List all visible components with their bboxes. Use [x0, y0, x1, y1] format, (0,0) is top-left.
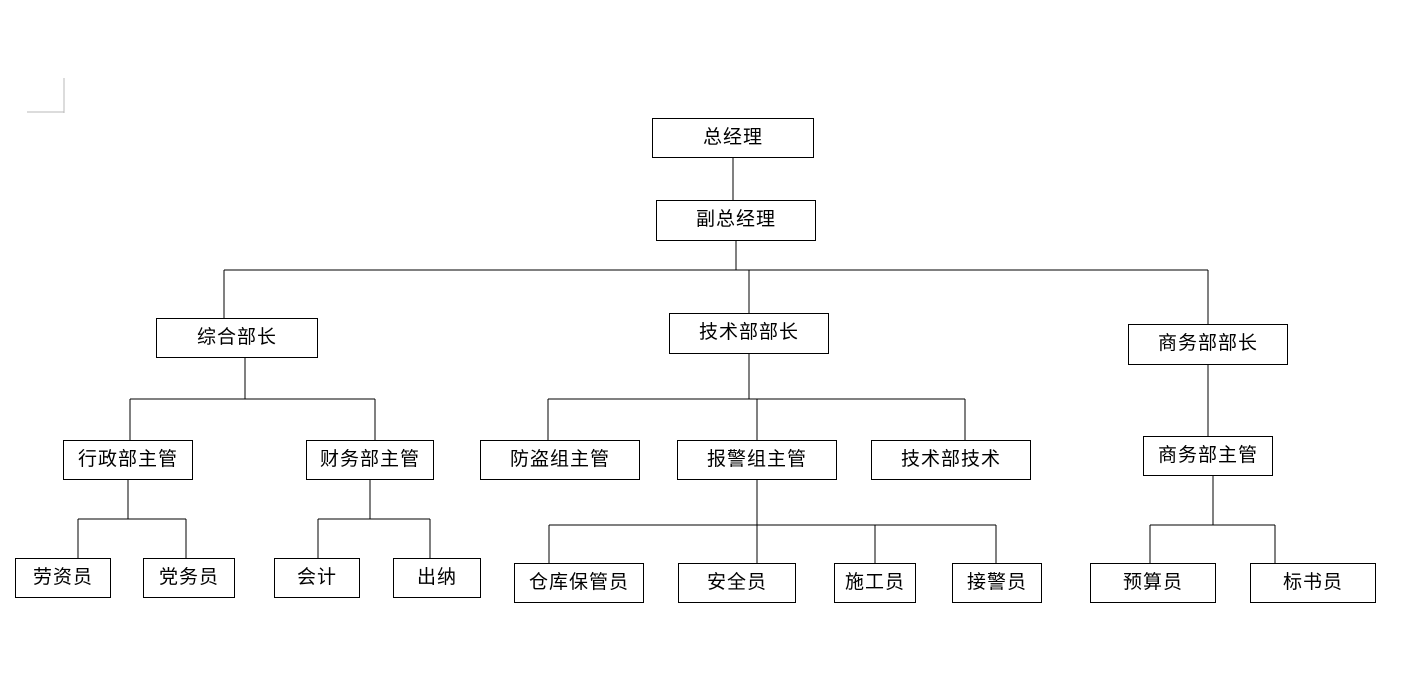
org-node-n13[interactable]: 党务员	[143, 558, 235, 598]
org-node-label: 报警组主管	[706, 447, 807, 470]
org-node-label: 财务部主管	[319, 447, 420, 470]
org-node-n17[interactable]: 安全员	[678, 563, 796, 603]
org-node-label: 施工员	[844, 570, 905, 593]
org-node-n21[interactable]: 标书员	[1250, 563, 1376, 603]
org-node-n14[interactable]: 会计	[274, 558, 360, 598]
org-node-label: 总经理	[702, 125, 763, 148]
org-node-n1[interactable]: 总经理	[652, 118, 814, 158]
org-node-n11[interactable]: 商务部主管	[1143, 436, 1273, 476]
org-node-label: 行政部主管	[77, 447, 178, 470]
org-node-label: 劳资员	[32, 565, 93, 588]
org-node-n5[interactable]: 商务部部长	[1128, 324, 1288, 365]
org-node-n16[interactable]: 仓库保管员	[514, 563, 644, 603]
org-node-n6[interactable]: 行政部主管	[63, 440, 193, 480]
org-node-label: 标书员	[1282, 570, 1343, 593]
org-node-n7[interactable]: 财务部主管	[306, 440, 434, 480]
org-node-n10[interactable]: 技术部技术	[871, 440, 1031, 480]
org-node-label: 综合部长	[196, 325, 277, 348]
org-node-n19[interactable]: 接警员	[952, 563, 1042, 603]
org-node-label: 出纳	[416, 565, 457, 588]
org-node-label: 预算员	[1122, 570, 1183, 593]
org-node-label: 安全员	[706, 570, 767, 593]
org-node-label: 副总经理	[695, 208, 776, 230]
org-node-n3[interactable]: 综合部长	[156, 318, 318, 358]
org-node-label: 技术部技术	[900, 447, 1001, 470]
org-node-label: 商务部主管	[1157, 443, 1258, 466]
org-node-label: 仓库保管员	[528, 570, 629, 593]
org-node-label: 党务员	[158, 565, 219, 588]
org-node-n9[interactable]: 报警组主管	[677, 440, 837, 480]
org-node-n15[interactable]: 出纳	[393, 558, 481, 598]
org-node-n20[interactable]: 预算员	[1090, 563, 1216, 603]
org-node-n8[interactable]: 防盗组主管	[480, 440, 640, 480]
org-node-n2[interactable]: 副总经理	[656, 200, 816, 241]
org-node-label: 接警员	[966, 570, 1027, 593]
org-node-label: 商务部部长	[1157, 332, 1258, 354]
org-node-label: 会计	[296, 565, 337, 588]
org-node-label: 技术部部长	[698, 321, 799, 343]
org-node-label: 防盗组主管	[509, 447, 610, 470]
org-node-n12[interactable]: 劳资员	[15, 558, 111, 598]
org-node-n18[interactable]: 施工员	[834, 563, 916, 603]
org-node-n4[interactable]: 技术部部长	[669, 313, 829, 354]
